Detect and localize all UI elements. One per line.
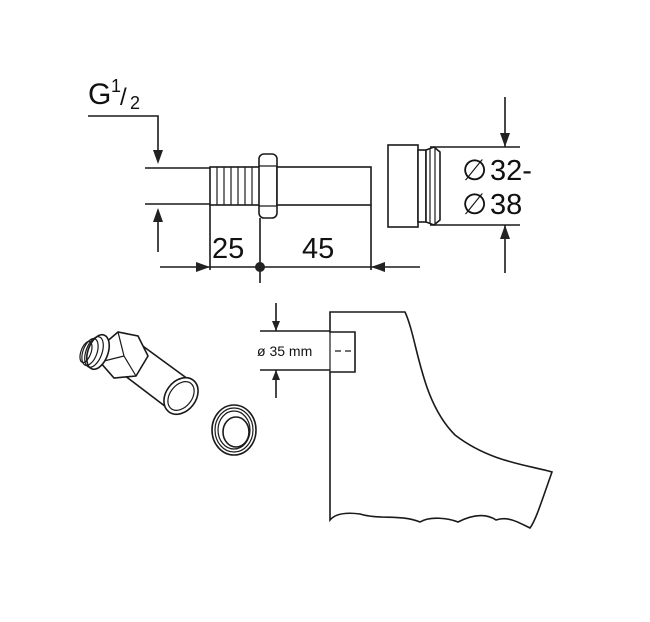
dim-arrow-left-icon [196,262,210,272]
connector-perspective [79,331,199,416]
pipe-dim-arrow-bottom-icon [272,370,280,380]
diam-symbol-1: ∅ [462,155,487,187]
connector-side-view [145,153,372,252]
thread-numerator: 1 [111,76,121,96]
cap-side-view [387,144,441,228]
diam-label-38: 38 [490,189,522,221]
thread-leader-line [88,115,159,160]
diam-symbol-2: ∅ [462,189,487,221]
thread-letter: G [88,78,111,111]
thread-ridges [216,167,253,205]
hex-collar [258,153,278,219]
dim-arrow-right-icon [371,262,385,272]
dim-label-25: 25 [212,233,244,265]
diameter-dimension: ∅ 32- ∅ 38 [430,97,532,273]
thread-arrow-icon [153,150,163,164]
pipe-dim-arrow-top-icon [272,321,280,331]
dim-label-45: 45 [302,233,334,265]
diam-arrow-bottom-icon [500,225,510,239]
cap-lip [425,146,441,226]
wall-bracket-outline [329,311,554,530]
cap-flange [387,144,419,228]
thread-slash: / [120,84,127,111]
diam-arrow-top-icon [500,133,510,147]
thread-label: G 1 / 2 [88,76,163,164]
pipe-body [276,166,372,206]
diam-label-32: 32- [490,155,532,187]
thread-lower-arrow-icon [153,208,163,222]
dim-origin-dot [255,262,265,272]
cap-perspective [211,404,257,456]
installation-detail: ø 35 mm [257,303,554,530]
pipe-opening [163,376,199,416]
length-dimensions: 25 45 [160,205,420,283]
thread-denominator: 2 [130,93,140,113]
cap-face [222,416,250,448]
pipe-diameter-label: ø 35 mm [257,343,312,359]
